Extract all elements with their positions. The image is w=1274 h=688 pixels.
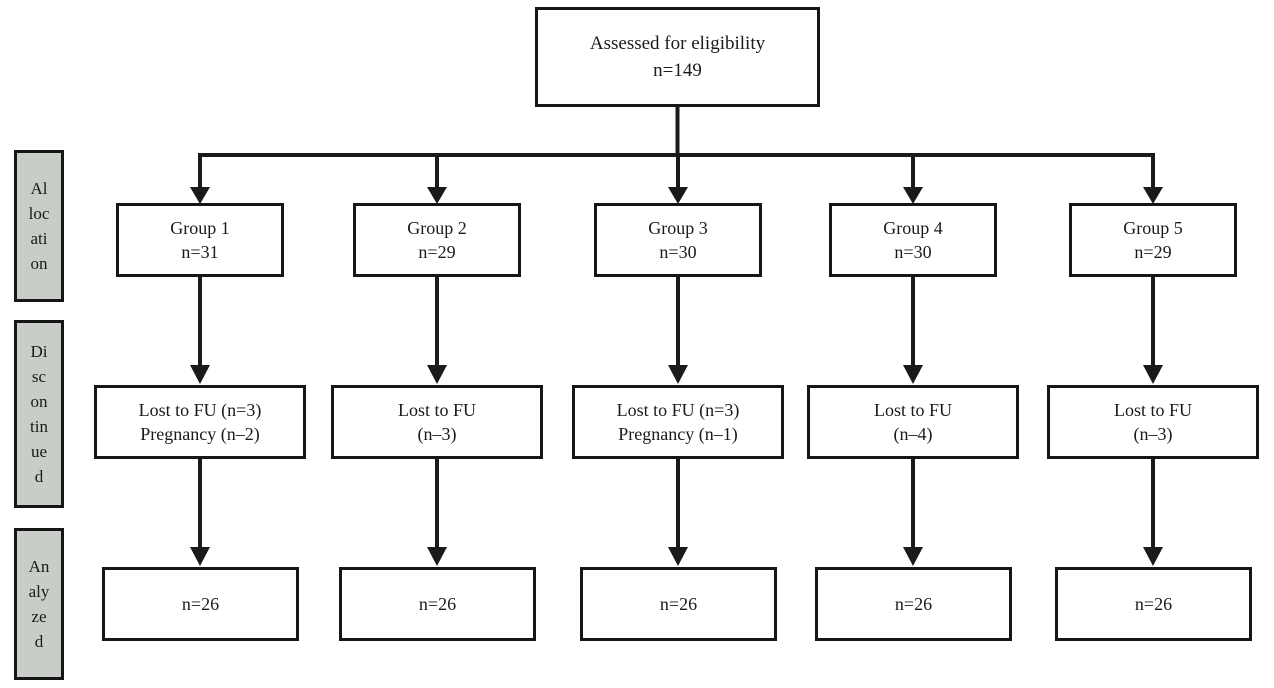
analyzed-box-1: n=26 bbox=[102, 567, 299, 641]
analyzed-box-3: n=26 bbox=[580, 567, 777, 641]
stage-label-line: tin bbox=[30, 417, 48, 436]
group-box-2: Group 2 n=29 bbox=[353, 203, 521, 277]
group-box-3: Group 3 n=30 bbox=[594, 203, 762, 277]
group-label: Group 5 bbox=[1123, 218, 1183, 238]
group-n: n=29 bbox=[418, 242, 456, 262]
group-n: n=31 bbox=[181, 242, 219, 262]
stage-label-discontinued: Di sc on tin ue d bbox=[14, 320, 64, 508]
analyzed-n: n=26 bbox=[659, 594, 698, 614]
discontinued-line2: (n–3) bbox=[1133, 424, 1173, 444]
assessed-label: Assessed for eligibility bbox=[589, 33, 766, 54]
stage-label-line: ue bbox=[30, 442, 48, 461]
assessed-count: n=149 bbox=[653, 60, 702, 81]
group-n: n=30 bbox=[659, 242, 697, 262]
stage-label-analyzed: An aly ze d bbox=[14, 528, 64, 680]
discontinued-line2: Pregnancy (n–1) bbox=[618, 424, 738, 444]
discontinued-box-5: Lost to FU (n–3) bbox=[1047, 385, 1259, 459]
stage-label-line: loc bbox=[28, 204, 50, 223]
group-box-1: Group 1 n=31 bbox=[116, 203, 284, 277]
stage-label-line: d bbox=[34, 632, 44, 651]
stage-label-line: Di bbox=[30, 342, 48, 361]
stage-label-line: ze bbox=[31, 607, 47, 626]
assessed-for-eligibility-box: Assessed for eligibility n=149 bbox=[535, 7, 820, 107]
discontinued-line2: (n–4) bbox=[893, 424, 933, 444]
analyzed-n: n=26 bbox=[418, 594, 457, 614]
discontinued-line2: (n–3) bbox=[417, 424, 457, 444]
discontinued-box-4: Lost to FU (n–4) bbox=[807, 385, 1019, 459]
analyzed-n: n=26 bbox=[1134, 594, 1173, 614]
stage-label-line: aly bbox=[28, 582, 50, 601]
stage-label-line: An bbox=[28, 557, 50, 576]
stage-label-allocation: Al loc ati on bbox=[14, 150, 64, 302]
discontinued-line1: Lost to FU bbox=[873, 400, 952, 420]
group-n: n=29 bbox=[1134, 242, 1172, 262]
analyzed-n: n=26 bbox=[181, 594, 220, 614]
discontinued-box-3: Lost to FU (n=3) Pregnancy (n–1) bbox=[572, 385, 784, 459]
discontinued-line1: Lost to FU (n=3) bbox=[138, 400, 262, 420]
stage-label-line: ati bbox=[30, 229, 48, 248]
group-box-4: Group 4 n=30 bbox=[829, 203, 997, 277]
arrowheads bbox=[190, 187, 1163, 566]
discontinued-box-1: Lost to FU (n=3) Pregnancy (n–2) bbox=[94, 385, 306, 459]
discontinued-line1: Lost to FU bbox=[1113, 400, 1192, 420]
analyzed-box-2: n=26 bbox=[339, 567, 536, 641]
stage-label-line: Al bbox=[30, 179, 48, 198]
group-label: Group 3 bbox=[648, 218, 708, 238]
discontinued-box-2: Lost to FU (n–3) bbox=[331, 385, 543, 459]
stage-label-line: sc bbox=[31, 367, 47, 386]
group-label: Group 4 bbox=[883, 218, 943, 238]
group-n: n=30 bbox=[894, 242, 932, 262]
group-label: Group 2 bbox=[407, 218, 467, 238]
group-label: Group 1 bbox=[170, 218, 230, 238]
discontinued-line2: Pregnancy (n–2) bbox=[140, 424, 260, 444]
stage-label-line: on bbox=[30, 254, 48, 273]
group-box-5: Group 5 n=29 bbox=[1069, 203, 1237, 277]
analyzed-box-4: n=26 bbox=[815, 567, 1012, 641]
stage-label-line: on bbox=[30, 392, 48, 411]
analyzed-box-5: n=26 bbox=[1055, 567, 1252, 641]
discontinued-line1: Lost to FU (n=3) bbox=[616, 400, 740, 420]
stage-label-line: d bbox=[34, 467, 44, 486]
discontinued-line1: Lost to FU bbox=[397, 400, 476, 420]
analyzed-n: n=26 bbox=[894, 594, 933, 614]
